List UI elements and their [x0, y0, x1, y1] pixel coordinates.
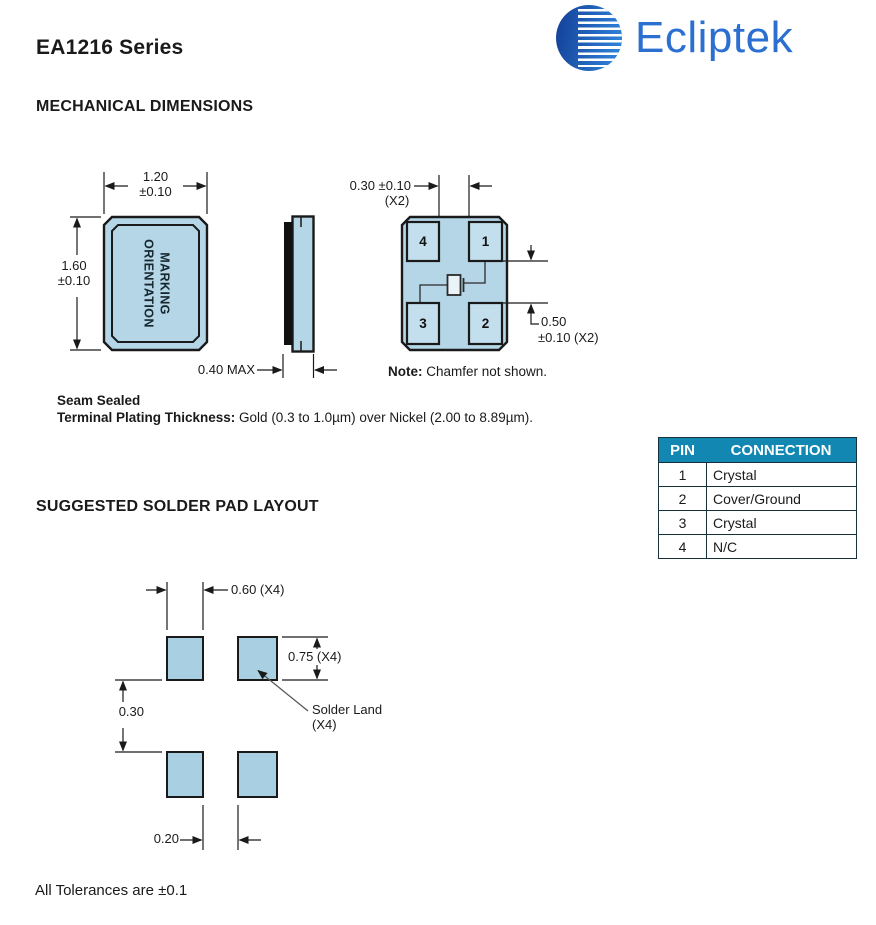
dim-land-width-label: 0.60 (X4)	[231, 582, 285, 597]
dim-pad-width-lines	[414, 175, 492, 216]
pad-3	[405, 301, 441, 346]
solder-pad-layout-figure: 0.60 (X4) 0.75 (X4) 0.30 0.20 Solder Lan…	[100, 560, 460, 860]
col-header-connection: CONNECTION	[730, 441, 832, 459]
pin-connection-table: PIN CONNECTION 1 Crystal 2 Cover/Ground …	[658, 437, 857, 559]
seam-sealed-note: Seam Sealed	[57, 393, 141, 408]
solder-land-tl	[166, 636, 204, 681]
table-header-row: PIN CONNECTION	[659, 438, 856, 462]
dim-land-width-lines	[146, 582, 228, 630]
dim-height-label: 1.60 ±0.10	[57, 258, 91, 288]
table-row: 4 N/C	[659, 534, 856, 558]
dim-gap-h-label: 0.20	[153, 831, 179, 846]
dim-width-lines	[103, 172, 208, 214]
marking-orientation-label: MARKING ORIENTATION	[141, 239, 172, 328]
dim-pad-height-lines	[503, 245, 548, 325]
pad-number-1: 1	[481, 234, 490, 249]
dim-thickness-lines	[257, 354, 337, 378]
tolerance-note: All Tolerances are ±0.1	[35, 882, 188, 899]
pad-1	[467, 220, 504, 263]
plating-note: Terminal Plating Thickness: Gold (0.3 to…	[57, 410, 533, 425]
package-side-view	[284, 215, 315, 353]
pad-number-3: 3	[419, 316, 427, 331]
ecliptek-globe-icon	[556, 5, 622, 71]
solder-land-callout: Solder Land (X4)	[312, 702, 383, 732]
dim-pad-width-qty: (X2)	[384, 193, 410, 208]
dim-thickness-label: 0.40 MAX	[197, 362, 255, 377]
solder-land-br	[237, 751, 278, 798]
dim-pad-height-tol: ±0.10 (X2)	[538, 330, 599, 345]
section-heading-mechanical: MECHANICAL DIMENSIONS	[36, 98, 254, 115]
table-row: 3 Crystal	[659, 510, 856, 534]
page-title: EA1216 Series	[36, 36, 184, 59]
pad-number-4: 4	[419, 234, 427, 249]
package-bottom-view	[400, 215, 509, 352]
col-header-pin: PIN	[669, 441, 695, 459]
pad-number-2: 2	[481, 316, 490, 331]
dim-pad-height-label: 0.50	[541, 314, 567, 329]
dim-gap-v-label: 0.30	[118, 704, 144, 719]
package-top-view	[102, 215, 209, 352]
dim-width-label: 1.20 ±0.10	[139, 169, 172, 199]
table-row: 1 Crystal	[659, 462, 856, 486]
solder-lands	[166, 636, 278, 798]
dim-gap-v-lines	[115, 679, 162, 753]
pad-2	[467, 301, 504, 346]
solder-land-leader-line	[257, 669, 309, 712]
table-row: 2 Cover/Ground	[659, 486, 856, 510]
pad-4	[405, 220, 441, 263]
logo-wordmark: Ecliptek	[635, 13, 794, 62]
solder-pad-drawing	[115, 582, 328, 850]
dim-pad-width-label: 0.30 ±0.10	[349, 178, 411, 193]
solder-land-tr	[237, 636, 278, 681]
dim-land-height-label: 0.75 (X4)	[286, 649, 344, 664]
section-heading-solder: SUGGESTED SOLDER PAD LAYOUT	[36, 498, 319, 515]
ecliptek-logo: Ecliptek	[556, 5, 793, 71]
construction-notes: Seam Sealed Terminal Plating Thickness: …	[57, 392, 533, 426]
solder-land-bl	[166, 751, 204, 798]
mechanical-drawing	[70, 172, 548, 378]
crystal-symbol	[419, 262, 486, 302]
dim-gap-h-lines	[180, 805, 261, 850]
mechanical-dimensions-figure: 1.20 ±0.10 1.60 ±0.10 0.40 MAX 0.30 ±0.1…	[40, 165, 640, 387]
dim-height-lines	[70, 216, 101, 351]
chamfer-note: Note: Chamfer not shown.	[388, 364, 548, 379]
